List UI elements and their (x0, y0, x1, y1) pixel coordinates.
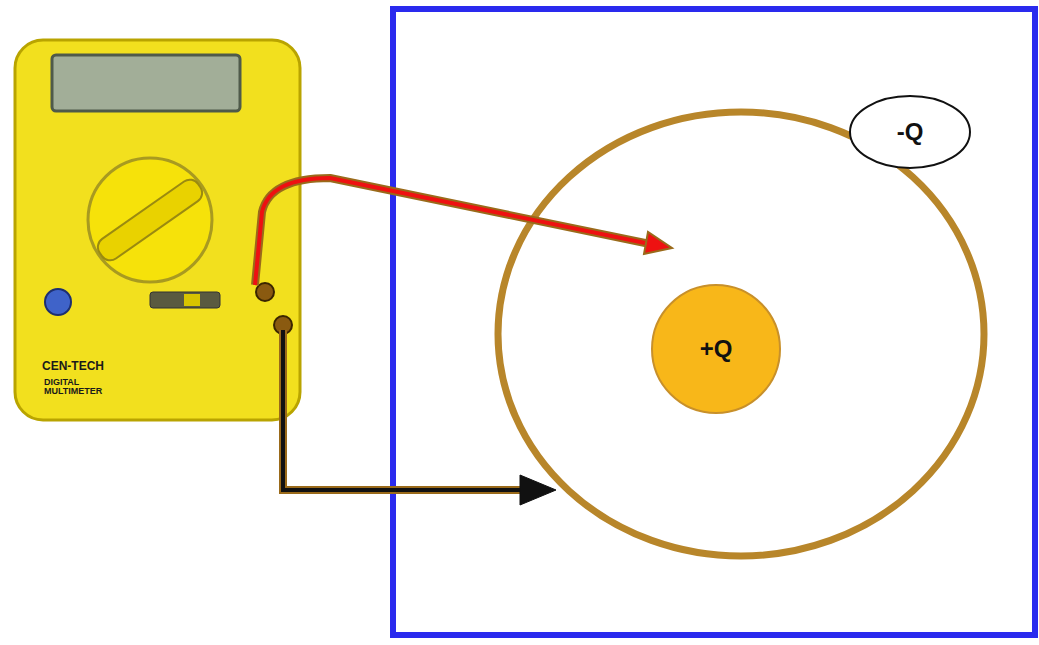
outline-shape (652, 285, 780, 413)
meter-button (45, 289, 71, 315)
arrowhead (520, 475, 556, 505)
outer-shell (498, 112, 984, 556)
model-label: DIGITAL MULTIMETER (44, 378, 124, 397)
meter-display (52, 55, 240, 111)
probe-jack (256, 283, 274, 301)
black-probe-wire (283, 330, 556, 505)
red-probe-wire (255, 178, 672, 285)
charge-label: -Q (897, 118, 924, 146)
black-wire (283, 330, 522, 490)
charge-label: +Q (700, 335, 733, 363)
inner-sphere: +Q (650, 283, 782, 415)
wire-outline (255, 178, 650, 285)
charge-callout: -Q (848, 94, 972, 170)
meter-dial (88, 158, 212, 282)
outline-shape (850, 96, 970, 168)
switch-slider (184, 294, 200, 306)
arrowhead (644, 232, 672, 254)
wire-outline (283, 330, 522, 490)
red-wire (255, 178, 650, 285)
dial-knob (94, 176, 206, 264)
region-box (393, 9, 1035, 635)
brand-label: CEN-TECH (42, 360, 162, 373)
power-switch (150, 292, 220, 308)
